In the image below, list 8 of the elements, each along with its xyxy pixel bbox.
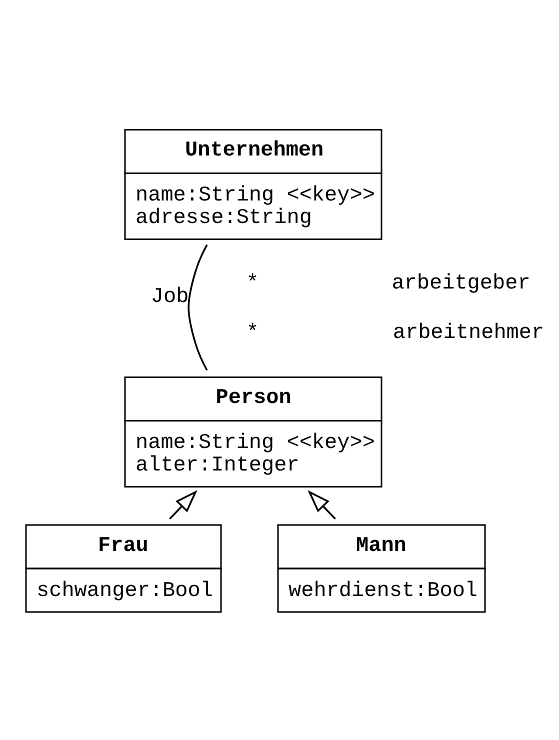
arrow [308, 490, 336, 520]
edge-label: Job [150, 285, 189, 308]
arrow [169, 490, 198, 520]
connector [188, 244, 208, 370]
label: arbeitgeber [392, 272, 530, 295]
label: * [246, 321, 259, 344]
label: arbeitnehmer [392, 321, 544, 344]
label: * [246, 272, 259, 295]
